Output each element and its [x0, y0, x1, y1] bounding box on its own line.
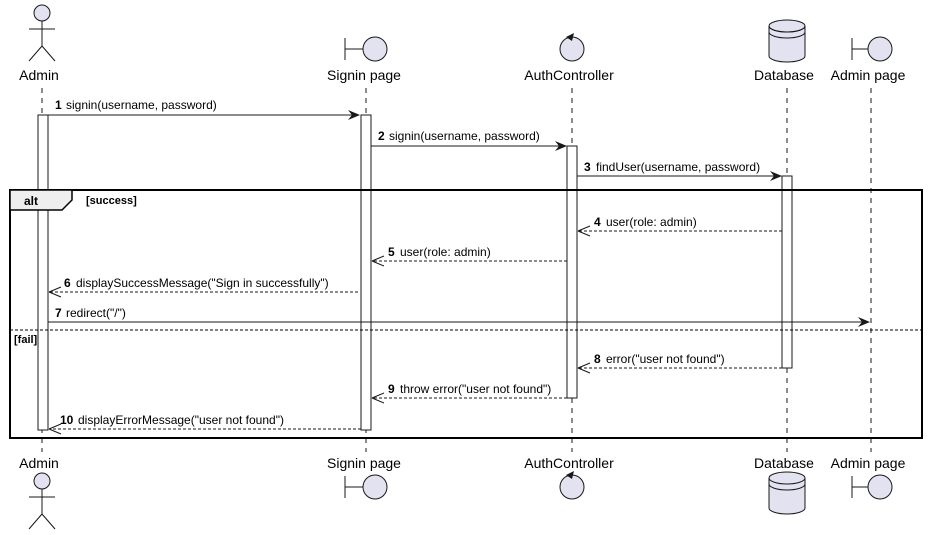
arrowhead — [371, 392, 385, 404]
message-number: 7 — [55, 306, 62, 320]
message-number: 1 — [55, 98, 62, 112]
alt-guard-fail: [fail] — [14, 334, 38, 346]
participant-label-adminpage: Admin page — [831, 67, 906, 83]
message-label: redirect("/") — [66, 306, 126, 320]
activation-admin — [37, 114, 49, 431]
alt-frame-label: alt — [24, 194, 38, 208]
message-label: user(role: admin) — [606, 215, 697, 229]
message-10: 10 displayErrorMessage("user not found") — [48, 413, 361, 435]
message-7: 7 redirect("/") — [48, 306, 870, 327]
message-number: 2 — [378, 129, 385, 143]
message-4: 4 user(role: admin) — [577, 215, 782, 237]
adminpage-boundary-icon — [851, 36, 893, 62]
message-number: 6 — [64, 276, 71, 290]
message-number: 5 — [388, 245, 395, 259]
arrowhead — [555, 141, 567, 151]
arrowhead — [577, 362, 591, 374]
arrowhead — [48, 423, 62, 435]
alt-frame: alt [success] [fail] — [9, 189, 923, 439]
participant-label-admin-bottom: Admin — [19, 455, 59, 471]
message-label: error("user not found") — [606, 352, 725, 366]
adminpage-boundary-icon — [851, 474, 893, 500]
message-number: 3 — [584, 160, 591, 174]
participant-label-db-bottom: Database — [754, 455, 814, 471]
arrowhead — [348, 110, 360, 120]
participant-label-db: Database — [754, 67, 814, 83]
messages: 1 signin(username, password) 2 signin(us… — [48, 98, 870, 435]
alt-frame-tab — [9, 189, 73, 211]
message-5: 5 user(role: admin) — [371, 245, 567, 267]
database-icon — [768, 19, 806, 63]
alt-frame-border — [9, 189, 923, 439]
arrowhead — [858, 317, 870, 327]
message-number: 8 — [594, 352, 601, 366]
message-8: 8 error("user not found") — [577, 352, 782, 374]
message-9: 9 throw error("user not found") — [371, 382, 567, 404]
message-label: throw error("user not found") — [400, 382, 551, 396]
message-number: 9 — [388, 382, 395, 396]
alt-guard-success: [success] — [86, 195, 137, 207]
database-icon — [768, 471, 806, 515]
participant-label-adminpage-bottom: Admin page — [831, 455, 906, 471]
auth-control-icon — [559, 471, 585, 500]
arrowhead — [770, 171, 782, 181]
message-label: signin(username, password) — [66, 98, 217, 112]
participant-label-signin-bottom: Signin page — [327, 455, 401, 471]
message-label: displayErrorMessage("user not found") — [78, 413, 284, 427]
message-number: 4 — [594, 215, 601, 229]
auth-control-icon — [559, 33, 585, 62]
message-2: 2 signin(username, password) — [371, 129, 567, 151]
participant-label-signin: Signin page — [327, 67, 401, 83]
arrowhead — [48, 286, 62, 298]
participant-label-admin: Admin — [19, 67, 59, 83]
activation-signin — [360, 114, 372, 431]
participants-bottom: Admin Signin page AuthController Databas… — [19, 455, 906, 530]
message-3: 3 findUser(username, password) — [577, 160, 782, 181]
arrowhead — [577, 225, 591, 237]
signin-boundary-icon — [344, 36, 388, 62]
admin-actor-icon — [28, 4, 56, 62]
activation-auth — [566, 145, 578, 399]
message-1: 1 signin(username, password) — [48, 98, 360, 120]
message-label: signin(username, password) — [389, 129, 540, 143]
activation-db — [781, 175, 793, 369]
message-number: 10 — [60, 413, 74, 427]
participant-label-auth-bottom: AuthController — [524, 455, 614, 471]
activation-bars — [37, 114, 793, 431]
signin-boundary-icon — [344, 474, 388, 500]
message-label: findUser(username, password) — [596, 160, 760, 174]
participant-label-auth: AuthController — [524, 67, 614, 83]
message-label: user(role: admin) — [400, 245, 491, 259]
message-label: displaySuccessMessage("Sign in successfu… — [76, 276, 329, 290]
arrowhead — [371, 255, 385, 267]
admin-actor-icon — [28, 472, 56, 530]
participants-top: Admin Signin page AuthController Databas… — [19, 4, 906, 83]
message-6: 6 displaySuccessMessage("Sign in success… — [48, 276, 358, 298]
